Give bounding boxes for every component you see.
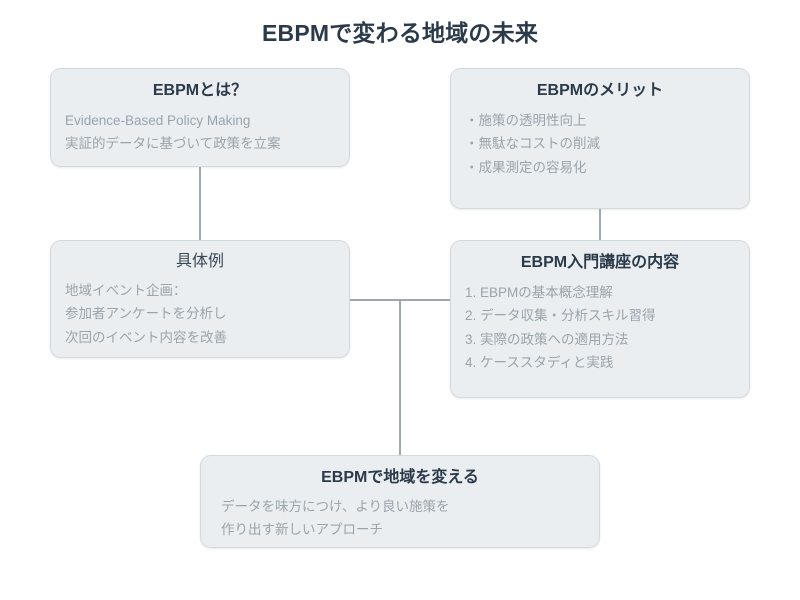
node-ebpm-merits-line-2: ・無駄なコストの削減 — [465, 136, 600, 152]
node-change-region-body: データを味方につけ、より良い施策を 作り出す新しいアプローチ — [221, 495, 579, 541]
node-course-contents-line-4: 4. ケーススタディと実践 — [465, 354, 614, 370]
connector-what-to-example — [199, 167, 201, 240]
node-course-contents[interactable]: EBPM入門講座の内容 1. EBPMの基本概念理解 2. データ収集・分析スキ… — [450, 240, 750, 398]
node-course-contents-title: EBPM入門講座の内容 — [520, 254, 680, 271]
node-ebpm-merits-title: EBPMのメリット — [536, 82, 664, 99]
page-title: EBPMで変わる地域の未来 — [261, 20, 539, 46]
node-what-is-ebpm-line-2: 実証的データに基づいて政策を立案 — [65, 136, 281, 152]
node-concrete-example-body: 地域イベント企画： 参加者アンケートを分析し 次回のイベント内容を改善 — [65, 279, 335, 349]
node-ebpm-merits[interactable]: EBPMのメリット ・施策の透明性向上 ・無駄なコストの削減 ・成果測定の容易化 — [450, 68, 750, 209]
node-concrete-example-title: 具体例 — [175, 253, 224, 270]
node-change-region-line-1: データを味方につけ、より良い施策を — [221, 499, 450, 515]
node-course-contents-line-1: 1. EBPMの基本概念理解 — [465, 285, 613, 301]
node-what-is-ebpm-body: Evidence-Based Policy Making 実証的データに基づいて… — [65, 109, 335, 155]
node-change-region-title: EBPMで地域を変える — [321, 469, 479, 486]
node-course-contents-line-3: 3. 実際の政策への適用方法 — [465, 331, 629, 347]
node-what-is-ebpm-title: EBPMとは？ — [152, 82, 248, 99]
node-change-region-line-2: 作り出す新しいアプローチ — [221, 522, 383, 538]
node-what-is-ebpm[interactable]: EBPMとは？ Evidence-Based Policy Making 実証的… — [50, 68, 350, 167]
node-course-contents-line-2: 2. データ収集・分析スキル習得 — [465, 308, 656, 324]
connector-branch-to-change — [399, 300, 401, 455]
node-concrete-example-line-3: 次回のイベント内容を改善 — [65, 329, 227, 345]
node-ebpm-merits-body: ・施策の透明性向上 ・無駄なコストの削減 ・成果測定の容易化 — [465, 109, 735, 179]
node-change-region[interactable]: EBPMで地域を変える データを味方につけ、より良い施策を 作り出す新しいアプロ… — [200, 455, 600, 548]
node-ebpm-merits-line-1: ・施策の透明性向上 — [465, 113, 587, 129]
node-course-contents-body: 1. EBPMの基本概念理解 2. データ収集・分析スキル習得 3. 実際の政策… — [465, 281, 735, 374]
node-what-is-ebpm-line-1: Evidence-Based Policy Making — [65, 113, 251, 129]
node-concrete-example-line-1: 地域イベント企画： — [65, 283, 187, 299]
node-concrete-example-line-2: 参加者アンケートを分析し — [65, 306, 227, 322]
connector-merit-to-course — [599, 209, 601, 240]
node-ebpm-merits-line-3: ・成果測定の容易化 — [465, 159, 587, 175]
node-concrete-example[interactable]: 具体例 地域イベント企画： 参加者アンケートを分析し 次回のイベント内容を改善 — [50, 240, 350, 358]
